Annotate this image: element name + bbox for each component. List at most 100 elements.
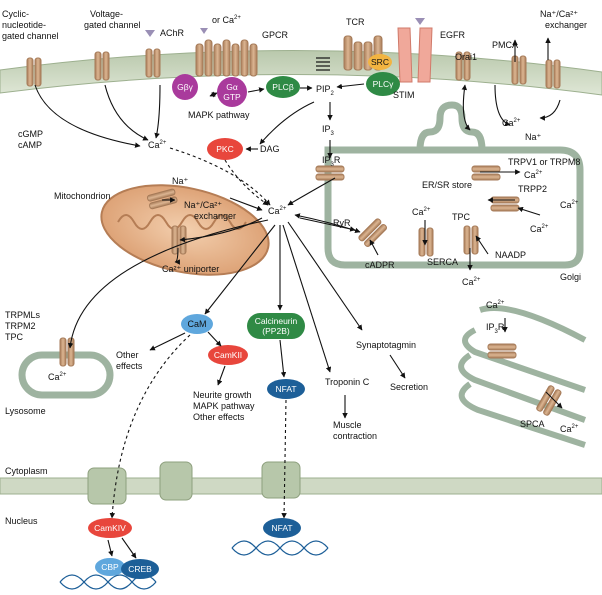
camkiv-node xyxy=(88,518,132,538)
channels-layer xyxy=(26,48,562,416)
dag-label: DAG xyxy=(260,144,280,154)
gpcr-shape xyxy=(195,39,258,77)
mitochondrion-label: Mitochondrion xyxy=(54,191,111,201)
pmca-label: PMCA xyxy=(492,40,518,50)
golgi-ip3r-label: IP3R xyxy=(486,322,505,335)
pkc-node xyxy=(207,138,243,160)
pip2-label: PIP2 xyxy=(316,84,335,97)
arrows-layer xyxy=(34,37,563,559)
g-beta-gamma-node xyxy=(172,74,198,100)
tpc-ca-label: Ca2+ xyxy=(462,277,481,287)
secretion-label: Secretion xyxy=(390,382,428,392)
egfr-right xyxy=(417,27,433,83)
serca-label: SERCA xyxy=(427,257,458,267)
gtp-label: GTP xyxy=(223,92,241,102)
spca-ca-label: Ca2+ xyxy=(560,424,579,434)
nfat-nuclear-label: NFAT xyxy=(271,523,292,533)
orai1-channel xyxy=(455,51,471,81)
mapk-pathway-label: MAPK pathway xyxy=(188,110,250,120)
achr-label: AChR xyxy=(160,28,185,38)
troponin-label: Troponin C xyxy=(325,377,370,387)
creb-node xyxy=(121,559,159,579)
calcineurin-line2: (PP2B) xyxy=(262,326,290,336)
cngc-label-line3: gated channel xyxy=(2,31,59,41)
serca-channel xyxy=(418,227,434,257)
cngc-channel xyxy=(26,57,42,87)
cngc-label-line1: Cyclic- xyxy=(2,9,29,19)
camp-label: cAMP xyxy=(18,140,42,150)
golgi-ca-label: Ca2+ xyxy=(486,300,505,310)
creb-label: CREB xyxy=(128,564,152,574)
lysosome-label: Lysosome xyxy=(5,406,46,416)
plc-gamma-node xyxy=(366,72,400,96)
nuclear-envelope xyxy=(0,461,602,505)
er-store-label: ER/SR store xyxy=(422,180,472,190)
trpv1-channel xyxy=(471,165,501,181)
nfat-nuclear-node xyxy=(263,518,301,538)
na-ca-exchanger-channel xyxy=(545,59,561,89)
plc-beta-label: PLCβ xyxy=(272,82,294,92)
egfr-left xyxy=(397,27,413,83)
lysosome-channel-1: TRPMLs xyxy=(5,310,41,320)
camkii-node xyxy=(208,345,248,365)
golgi-ip3r-channel xyxy=(487,343,517,359)
nfat-label: NFAT xyxy=(275,384,296,394)
na-ca-exchanger-top-line2: exchanger xyxy=(545,20,587,30)
egfr-label: EGFR xyxy=(440,30,466,40)
spca-label: SPCA xyxy=(520,419,545,429)
naadp-label: NAADP xyxy=(495,250,526,260)
ip3-label: IP3 xyxy=(322,124,335,137)
tpc-er-label: TPC xyxy=(452,212,471,222)
ryr-channel xyxy=(358,218,388,248)
src-label: SRC xyxy=(371,57,389,67)
cytoplasm-label: Cytoplasm xyxy=(5,466,48,476)
er-stim-loop xyxy=(416,101,486,151)
ligand-triangle-achr xyxy=(145,30,155,37)
ip3r-er-channel xyxy=(315,165,345,181)
cbp-node xyxy=(95,558,125,576)
orai1-label: Orai1 xyxy=(455,52,477,62)
trpp2-ca-label: Ca2+ xyxy=(560,200,579,210)
mito-exchanger-line1: Na⁺/Ca²⁺ xyxy=(184,200,222,210)
other-effects-line1: Other xyxy=(116,350,139,360)
src-node xyxy=(368,54,392,70)
plc-beta-node xyxy=(266,76,300,98)
other-effects-line2: effects xyxy=(116,361,143,371)
neurite-line3: Other effects xyxy=(193,412,245,422)
voltage-gated-label-line1: Voltage- xyxy=(90,9,123,19)
tpc-er-channel xyxy=(463,225,479,255)
achr-channel xyxy=(145,48,161,78)
g-alpha-label: Gα xyxy=(226,82,238,92)
g-alpha-node xyxy=(217,77,247,107)
trpv1-ca-label: Ca2+ xyxy=(524,170,543,180)
ligand-triangle-gpcr xyxy=(200,28,208,34)
ca-membrane-label: Ca2+ xyxy=(148,140,167,150)
ryr-label: RyR xyxy=(333,218,351,228)
voltage-gated-label-line2: gated channel xyxy=(84,20,141,30)
central-ca-label: Ca2+ xyxy=(268,206,287,216)
ligand-triangle-egfr xyxy=(415,18,425,25)
camkii-label: CamKII xyxy=(214,350,242,360)
spca-channel xyxy=(536,385,562,416)
er-sr-store xyxy=(324,146,584,269)
lysosome-ca-label: Ca2+ xyxy=(48,372,67,382)
dna-helix-right xyxy=(231,540,329,556)
neurite-line2: MAPK pathway xyxy=(193,401,255,411)
nucleus-label: Nucleus xyxy=(5,516,38,526)
pmca-channel xyxy=(511,55,527,85)
tcr-shape xyxy=(343,35,383,71)
calcineurin-line1: Calcineurin xyxy=(255,316,298,326)
plc-gamma-label: PLCγ xyxy=(373,79,395,89)
muscle-line2: contraction xyxy=(333,431,377,441)
zap-lines-icon xyxy=(316,57,330,71)
labels-layer: Cyclic- nucleotide- gated channel cGMP c… xyxy=(2,9,587,574)
uniporter-label: Ca²⁺ uniporter xyxy=(162,264,219,274)
cam-node xyxy=(181,314,213,334)
cngc-label-line2: nucleotide- xyxy=(2,20,46,30)
cadpr-label: cADPR xyxy=(365,260,395,270)
pkc-label: PKC xyxy=(216,144,233,154)
lysosome-channel-3: TPC xyxy=(5,332,24,342)
ligand-or-ca-label: or Ca2+ xyxy=(212,15,241,25)
